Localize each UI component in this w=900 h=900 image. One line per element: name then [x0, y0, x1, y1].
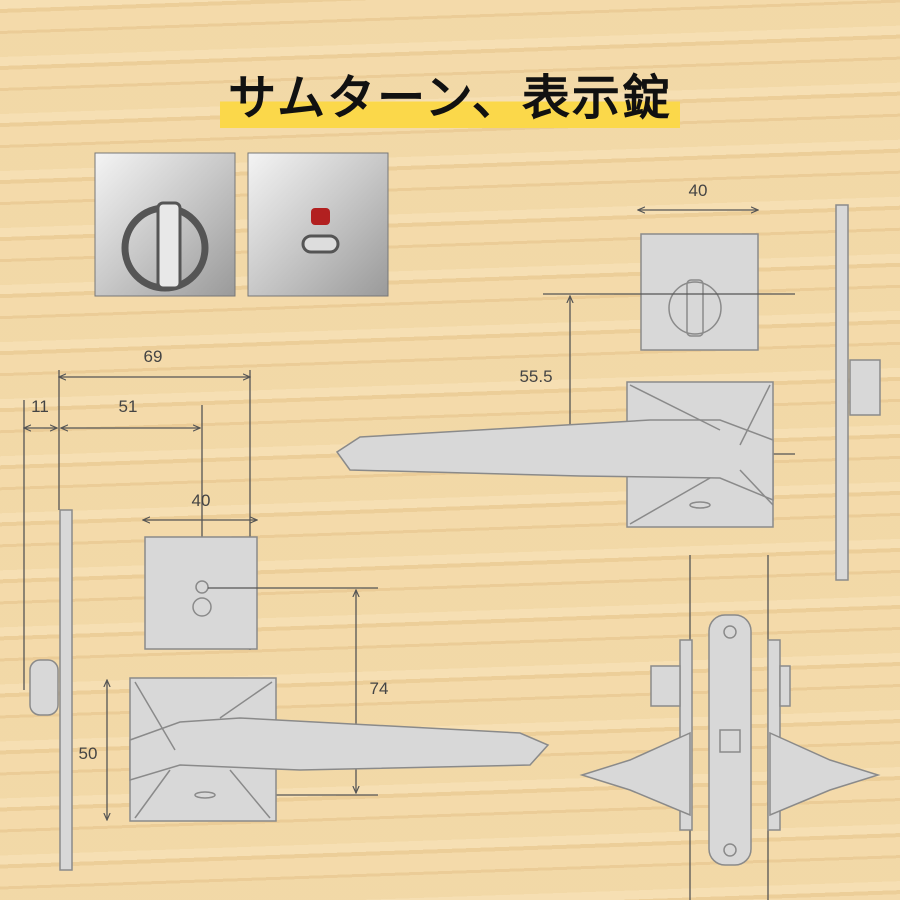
dim-top-plate-width: 40 [689, 181, 708, 200]
front-indicator-drawing: 69 11 51 40 74 50 [24, 347, 550, 871]
dim-lever-height: 50 [79, 744, 98, 763]
dim-front-center-to-lever: 74 [370, 679, 389, 698]
title-banner: サムターン、表示錠 [0, 58, 900, 128]
page-title: サムターン、表示錠 [220, 58, 680, 128]
top-thumbturn-drawing: 40 55.5 [335, 181, 881, 581]
side-mortise-drawing [579, 555, 881, 900]
thumbturn-photo [94, 152, 236, 297]
dim-front-plate-width: 40 [192, 491, 211, 510]
dim-plate-offset: 11 [31, 397, 49, 416]
indicator-photo [247, 152, 389, 297]
dim-center-offset: 51 [119, 397, 138, 416]
dim-overall-width: 69 [144, 347, 163, 366]
dim-top-center-to-lever: 55.5 [519, 367, 552, 386]
